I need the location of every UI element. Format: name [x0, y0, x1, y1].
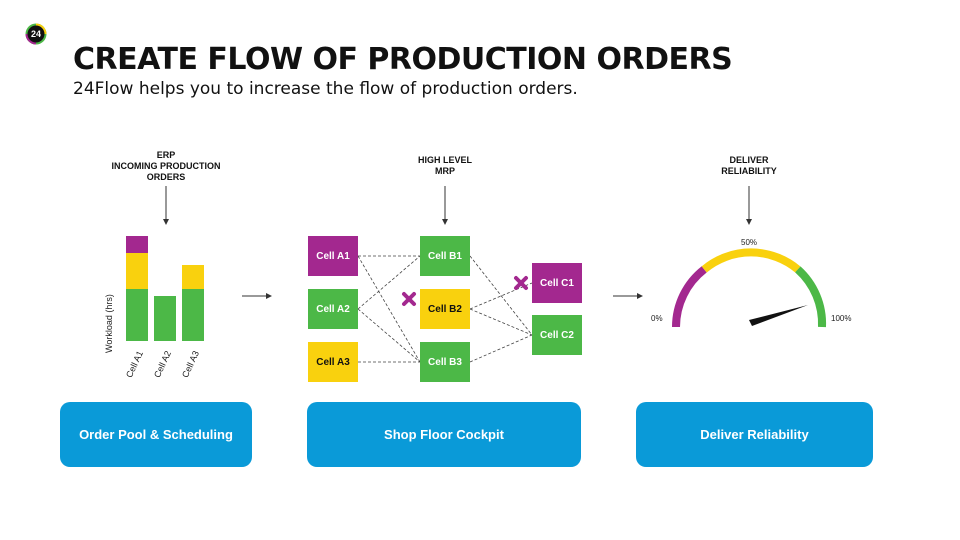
reliability-gauge [672, 248, 827, 328]
blocked-x-icon [514, 276, 528, 290]
gauge-needle [749, 305, 808, 326]
bar-cell-a3-yellow [182, 265, 204, 289]
gauge-segment-green [795, 266, 827, 328]
gauge-segment-purple [672, 266, 707, 328]
conn-a1-b3 [357, 255, 421, 363]
cell-b1: Cell B1 [420, 236, 470, 276]
mrp-caption-line-1: HIGH LEVEL [417, 155, 472, 165]
conn-b1-c2 [469, 255, 533, 336]
workload-axis-label: Workload (hrs) [104, 294, 114, 353]
conn-b2-c2 [469, 308, 533, 336]
deliver-caption-line-2: RELIABILITY [721, 166, 777, 176]
mrp-caption: HIGH LEVEL MRP [395, 155, 495, 177]
erp-caption: ERP INCOMING PRODUCTION ORDERS [96, 150, 236, 183]
shop-floor-cockpit-button[interactable]: Shop Floor Cockpit [307, 402, 581, 467]
deliver-caption: DELIVER RELIABILITY [699, 155, 799, 177]
bar-cell-a3-green [182, 289, 204, 341]
gauge-segment-yellow [701, 248, 801, 273]
conn-b3-c2 [469, 334, 533, 363]
cell-c1: Cell C1 [532, 263, 582, 303]
deliver-reliability-button[interactable]: Deliver Reliability [636, 402, 873, 467]
bar-cell-a1-yellow [126, 253, 148, 289]
conn-a2-b1 [357, 255, 421, 310]
cell-c2: Cell C2 [532, 315, 582, 355]
deliver-caption-line-1: DELIVER [729, 155, 769, 165]
gauge-label-max: 100% [831, 314, 852, 323]
conn-a2-b3 [357, 308, 421, 363]
cell-b2: Cell B2 [420, 289, 470, 329]
page-title: CREATE FLOW OF PRODUCTION ORDERS [73, 42, 733, 77]
gauge-label-mid: 50% [741, 238, 758, 247]
cell-a3: Cell A3 [308, 342, 358, 382]
erp-caption-line-3: ORDERS [146, 172, 186, 182]
gauge-label-min: 0% [651, 314, 663, 323]
conn-b2-c1 [469, 282, 533, 310]
mrp-caption-line-2: MRP [435, 166, 455, 176]
cell-a2: Cell A2 [308, 289, 358, 329]
24flow-logo: 24 [25, 23, 47, 45]
bar-cell-a2-green [154, 296, 176, 341]
erp-caption-line-1: ERP [156, 150, 176, 160]
blocked-x-icon [402, 292, 416, 306]
logo-text: 24 [31, 29, 41, 39]
bar-cell-a1-purple [126, 236, 148, 253]
order-pool-scheduling-button[interactable]: Order Pool & Scheduling [60, 402, 252, 467]
cell-b3: Cell B3 [420, 342, 470, 382]
page-subtitle: 24Flow helps you to increase the flow of… [73, 79, 578, 99]
cell-connections [357, 255, 533, 363]
workload-bars [126, 236, 204, 341]
bar-cell-a1-green [126, 289, 148, 341]
erp-caption-line-2: INCOMING PRODUCTION [111, 161, 221, 171]
cell-a1: Cell A1 [308, 236, 358, 276]
